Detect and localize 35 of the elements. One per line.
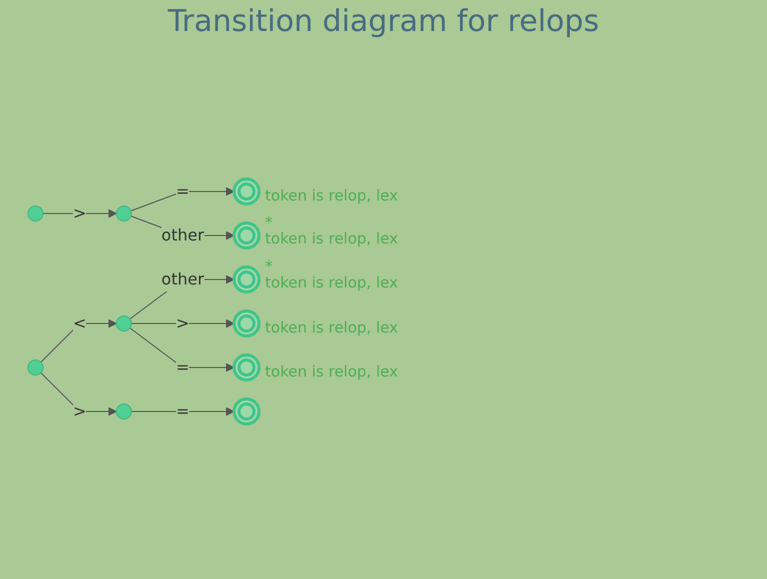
state-note: token is relop, lex bbox=[265, 363, 398, 380]
arrow bbox=[130, 319, 234, 328]
state-note: token is relop, lex bbox=[265, 230, 398, 247]
edge-label: other bbox=[161, 270, 204, 288]
node-ring bbox=[232, 222, 261, 250]
edge-label: > bbox=[176, 314, 190, 332]
node-circle bbox=[28, 360, 44, 376]
edge-label: = bbox=[176, 402, 190, 420]
node-ring bbox=[232, 354, 261, 382]
node-circle bbox=[116, 206, 132, 222]
node-circle bbox=[116, 404, 132, 420]
arrow bbox=[42, 209, 117, 218]
state-note: token is relop, lex bbox=[265, 319, 398, 336]
node-ring bbox=[232, 266, 261, 294]
arrow bbox=[40, 319, 117, 363]
state-note: * bbox=[265, 214, 274, 230]
edge-label: = bbox=[176, 358, 190, 376]
node-ring bbox=[232, 310, 261, 338]
arrow bbox=[130, 187, 234, 212]
edge-label: > bbox=[73, 402, 86, 420]
state-note: token is relop, lex bbox=[265, 187, 398, 204]
arrow bbox=[129, 328, 234, 372]
arrow bbox=[40, 372, 117, 416]
node-ring bbox=[232, 398, 261, 426]
edge-label: < bbox=[73, 314, 86, 332]
node-circle bbox=[28, 206, 44, 222]
diagram-title: Transition diagram for relops bbox=[166, 4, 600, 39]
arrow bbox=[130, 407, 234, 416]
state-note: token is relop, lex bbox=[265, 274, 398, 291]
edge-label: = bbox=[176, 182, 190, 200]
edge-label: other bbox=[161, 226, 204, 244]
state-note: * bbox=[265, 258, 274, 274]
edge-label: > bbox=[73, 204, 86, 222]
node-circle bbox=[116, 316, 132, 332]
node-ring bbox=[232, 178, 261, 206]
